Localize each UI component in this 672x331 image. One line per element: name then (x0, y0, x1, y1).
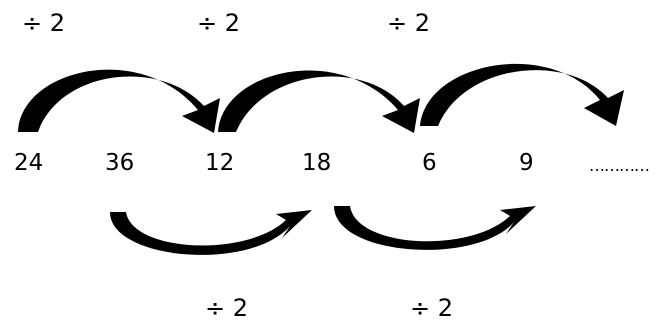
top-arrow-2 (218, 70, 420, 133)
top-operation-label-1: ÷ 2 (22, 9, 66, 37)
bottom-arrow-2 (334, 206, 536, 250)
bottom-arrow-1 (110, 210, 312, 255)
top-arrow-1 (18, 69, 220, 133)
sequence-number-6: 9 (519, 150, 534, 176)
bottom-operation-label-2: ÷ 2 (410, 294, 454, 322)
bottom-operation-label-1: ÷ 2 (205, 294, 249, 322)
sequence-number-4: 18 (302, 150, 332, 176)
sequence-continuation: ………… (589, 156, 650, 175)
sequence-number-5: 6 (422, 150, 437, 176)
sequence-number-3: 12 (205, 150, 235, 176)
sequence-number-2: 36 (105, 150, 135, 176)
top-operation-label-2: ÷ 2 (197, 9, 241, 37)
top-arrow-3 (420, 63, 624, 126)
top-operation-label-3: ÷ 2 (387, 9, 431, 37)
sequence-number-1: 24 (14, 150, 44, 176)
